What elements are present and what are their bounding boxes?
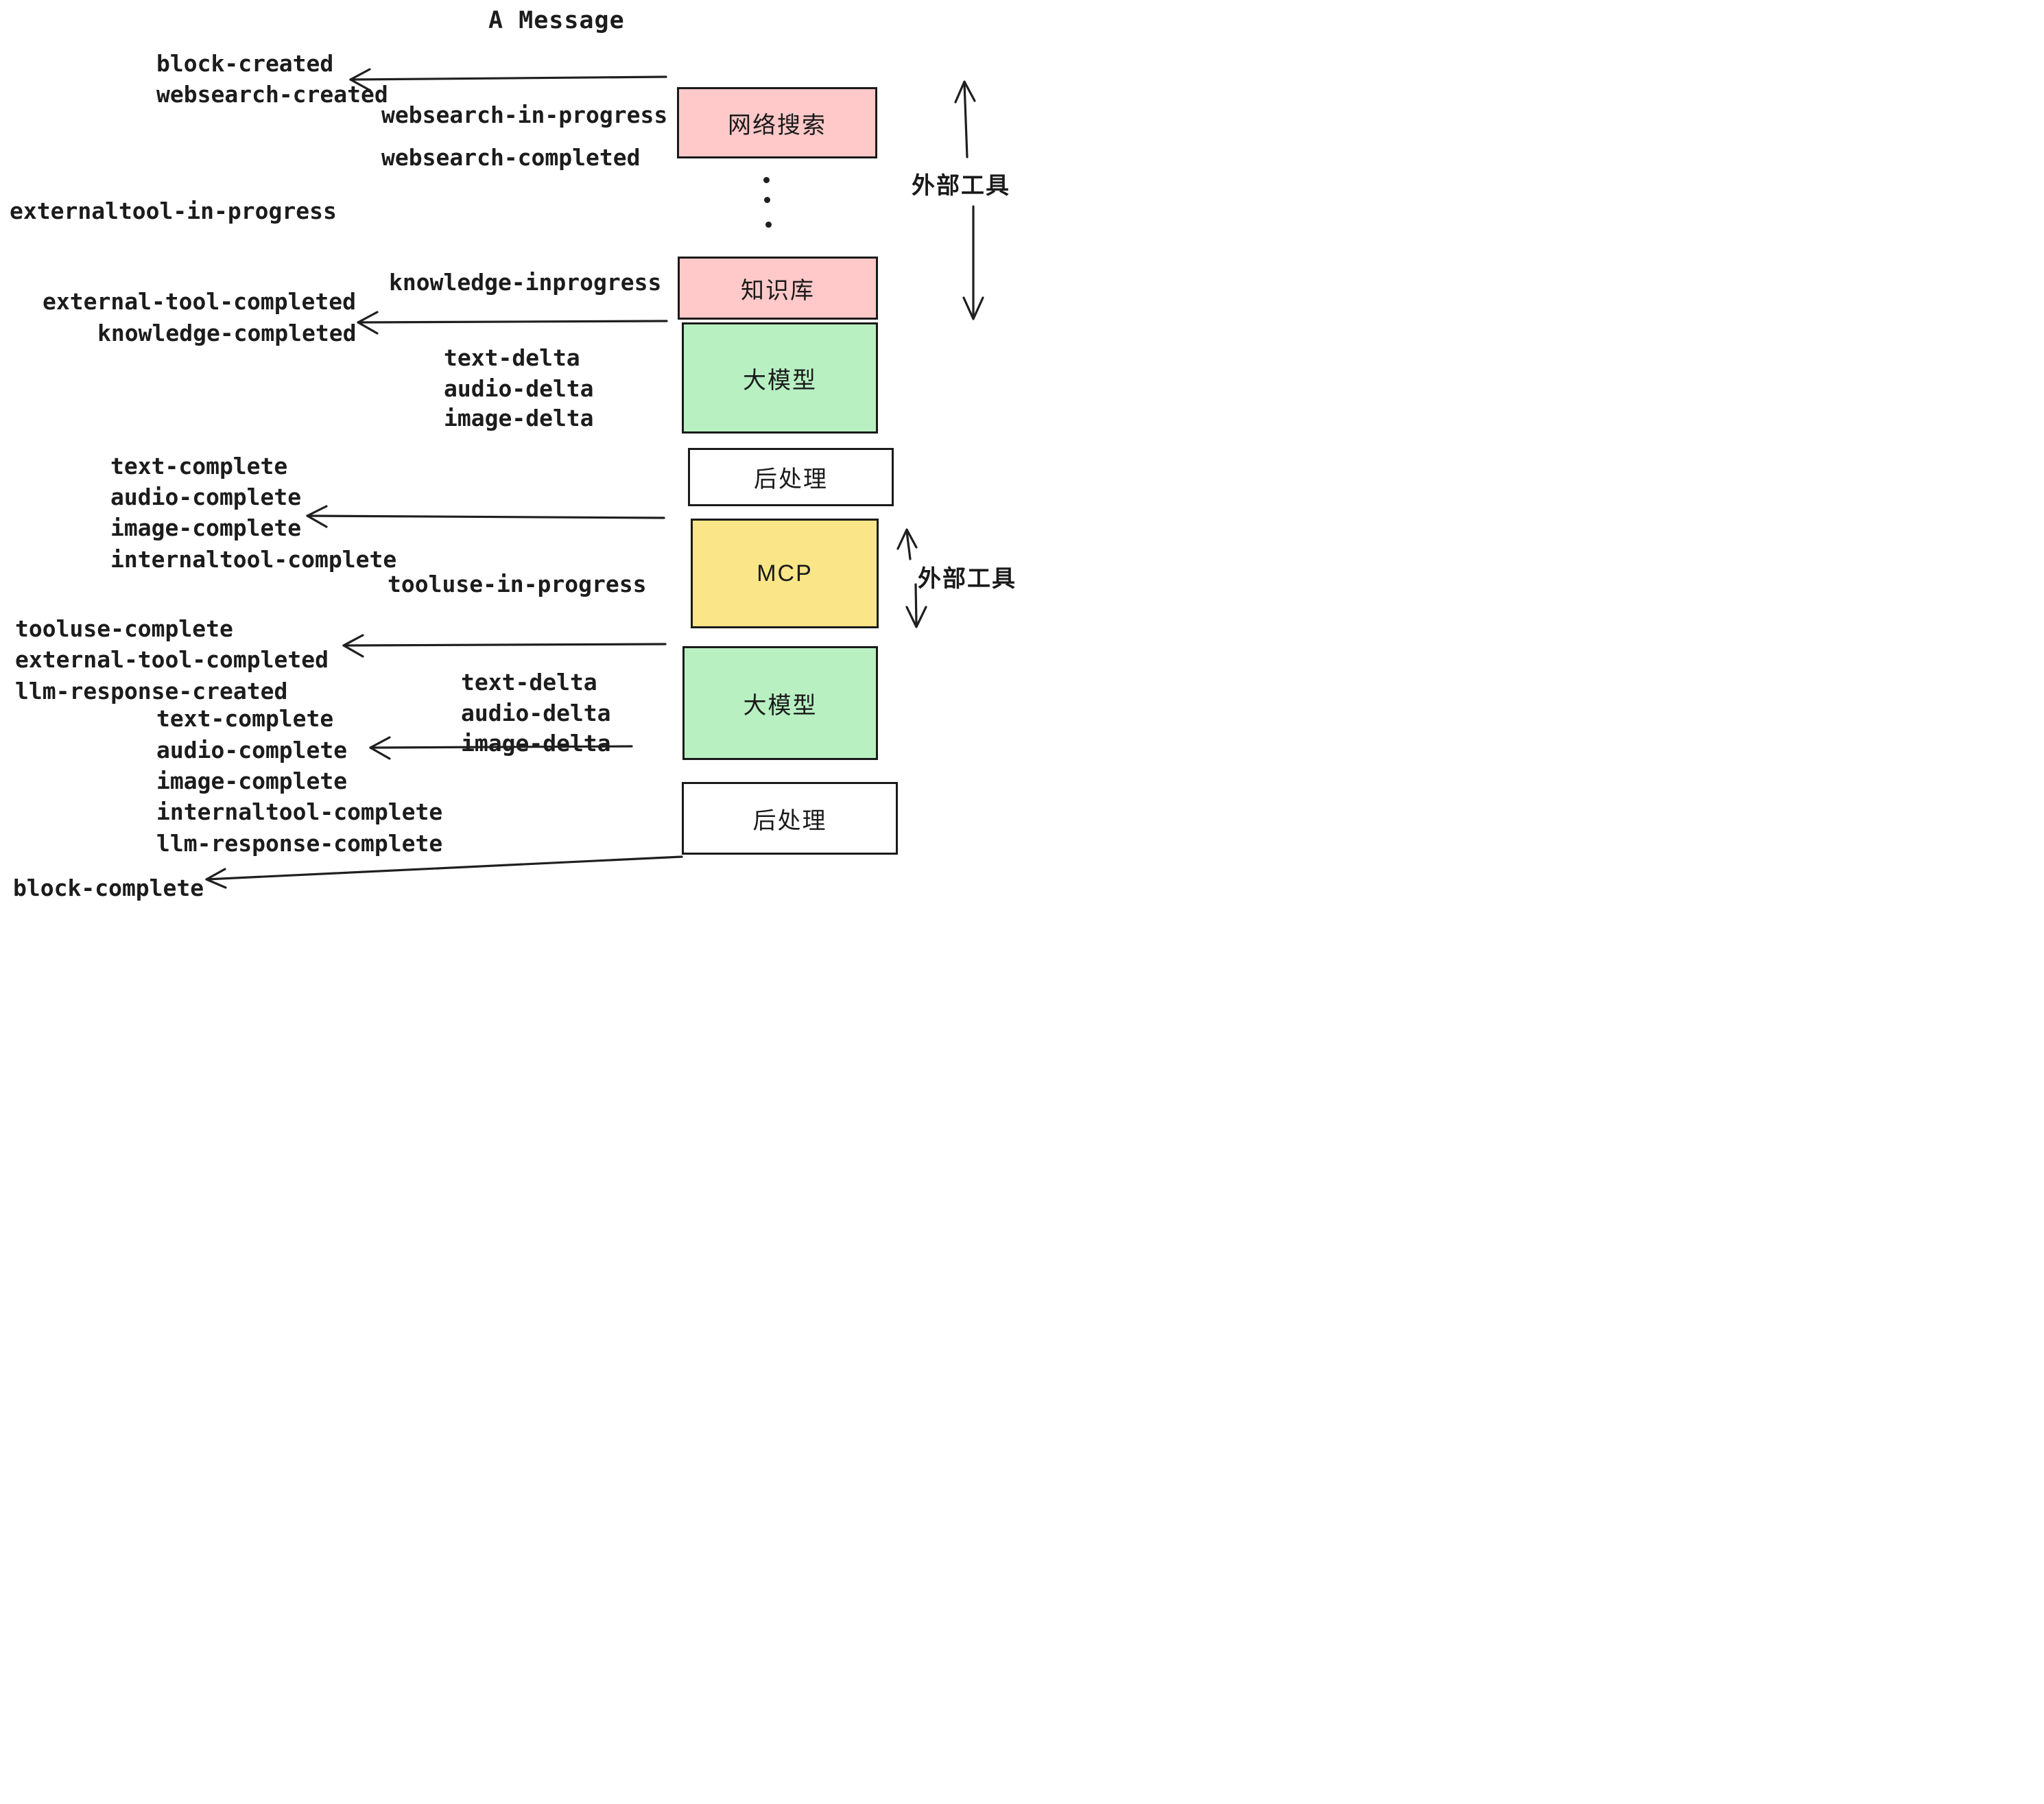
box-postprocess-1: 后处理 (688, 448, 894, 506)
event-externaltool-in-progress: externaltool-in-progress (10, 198, 337, 224)
box-llm-1-label: 大模型 (743, 367, 817, 394)
box-knowledge-base-label: 知识库 (741, 277, 815, 304)
event-text-complete-2: text-complete (156, 705, 334, 732)
arrow-block-complete-line (205, 855, 683, 881)
side-label-external-tools-1: 外部工具 (912, 173, 1010, 199)
external-tools-span-1-up-head (954, 80, 976, 104)
external-tools-span-2-up-head (896, 528, 918, 550)
box-postprocess-2-label: 后处理 (752, 807, 827, 834)
arrow-llm1-return-line (306, 514, 665, 519)
external-tools-span-1-up-line (963, 82, 968, 158)
side-label-external-tools-2: 外部工具 (918, 566, 1017, 592)
arrow-knowledge-return-line (357, 320, 668, 324)
external-tools-span-2-down-head (905, 606, 927, 628)
event-block-complete: block-complete (13, 875, 204, 901)
event-text-delta-2: text-delta (461, 669, 597, 696)
box-llm-2-label: 大模型 (743, 692, 818, 719)
event-audio-complete: audio-complete (110, 484, 302, 510)
box-knowledge-base: 知识库 (678, 257, 878, 320)
arrow-mcp-return-line (342, 643, 667, 647)
event-knowledge-completed: knowledge-completed (97, 320, 357, 346)
box-mcp: MCP (691, 519, 879, 628)
event-audio-delta: audio-delta (444, 375, 594, 402)
event-websearch-in-progress: websearch-in-progress (381, 102, 668, 128)
event-text-complete: text-complete (110, 453, 288, 479)
box-web-search-label: 网络搜索 (728, 112, 827, 139)
event-external-tool-completed-2: external-tool-completed (15, 646, 329, 673)
box-llm-1: 大模型 (682, 322, 878, 434)
event-internaltool-complete-2: internaltool-complete (156, 798, 443, 825)
event-llm-response-created: llm-response-created (15, 678, 288, 704)
event-tooluse-in-progress: tooluse-in-progress (388, 571, 647, 597)
arrow-mcp-return-head (342, 634, 364, 658)
event-tooluse-complete: tooluse-complete (15, 615, 233, 642)
external-tools-span-1-down-head (962, 296, 984, 320)
ellipsis-dot (764, 197, 770, 203)
event-block-created: block-created (156, 50, 334, 77)
arrow-block-complete-head (205, 868, 227, 889)
event-websearch-created: websearch-created (156, 81, 388, 108)
event-external-tool-completed: external-tool-completed (43, 288, 356, 315)
event-audio-delta-2: audio-delta (461, 700, 611, 726)
arrow-llm1-return-head (306, 505, 328, 528)
diagram-canvas: A Message block-created websearch-create… (0, 0, 1022, 902)
event-knowledge-inprogress: knowledge-inprogress (389, 269, 662, 296)
event-internaltool-complete: internaltool-complete (110, 546, 397, 573)
event-image-delta: image-delta (444, 405, 594, 431)
arrow-websearch-return-line (349, 75, 667, 81)
box-postprocess-1-label: 后处理 (754, 466, 828, 492)
box-mcp-label: MCP (757, 560, 813, 586)
event-websearch-completed: websearch-completed (381, 144, 641, 171)
ellipsis-dot (765, 222, 772, 228)
event-text-delta: text-delta (444, 344, 580, 371)
arrow-llm2-return-head (369, 736, 391, 760)
box-web-search: 网络搜索 (677, 87, 877, 158)
event-image-complete-2: image-complete (156, 768, 348, 794)
event-llm-response-complete: llm-response-complete (156, 830, 443, 857)
event-image-delta-2: image-delta (461, 730, 611, 757)
event-audio-complete-2: audio-complete (156, 737, 348, 763)
event-image-complete: image-complete (110, 514, 302, 541)
box-postprocess-2: 后处理 (682, 782, 898, 855)
external-tools-span-2-up-line (905, 530, 912, 560)
ellipsis-dot (763, 177, 770, 183)
diagram-title: A Message (488, 7, 625, 34)
box-llm-2: 大模型 (682, 646, 878, 760)
arrow-knowledge-return-head (357, 311, 379, 335)
